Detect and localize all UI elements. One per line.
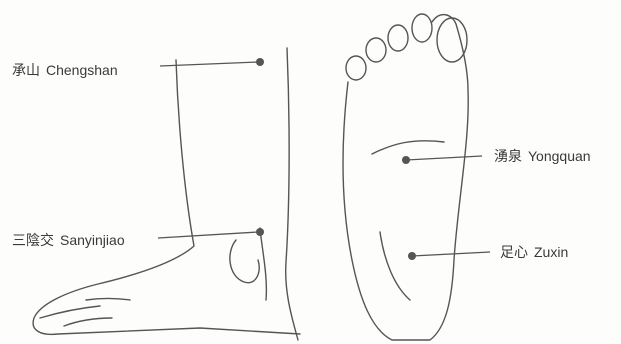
toe-5	[346, 56, 366, 80]
sole-crease-1	[372, 141, 444, 154]
toe-3	[388, 25, 408, 51]
zuxin-pinyin: Zuxin	[534, 244, 568, 260]
chengshan-leader	[160, 62, 258, 66]
chengshan-pinyin: Chengshan	[46, 62, 118, 78]
zuxin-chinese: 足心	[500, 244, 528, 260]
zuxin-label: 足心 Zuxin	[500, 244, 568, 260]
sole-crease-2	[380, 232, 410, 300]
leg-back-outline	[286, 48, 298, 340]
yongquan-leader	[406, 156, 482, 160]
sole-outline	[343, 15, 468, 340]
heel-line	[260, 228, 266, 300]
ankle-bone	[230, 240, 259, 283]
sanyinjiao-leader	[158, 232, 258, 238]
leg-front-outline	[33, 60, 300, 334]
zuxin-point	[408, 252, 416, 260]
yongquan-chinese: 湧泉	[494, 148, 522, 164]
toe-4	[366, 38, 386, 62]
chengshan-point	[256, 58, 264, 66]
yongquan-label: 湧泉 Yongquan	[494, 148, 591, 164]
yongquan-pinyin: Yongquan	[528, 148, 591, 164]
sanyinjiao-point	[256, 228, 264, 236]
yongquan-point	[402, 156, 410, 164]
toe-2	[412, 14, 432, 42]
sanyinjiao-label: 三陰交 Sanyinjiao	[12, 232, 125, 248]
zuxin-leader	[412, 252, 490, 256]
toe-lines	[40, 299, 130, 327]
chengshan-chinese: 承山	[12, 62, 40, 78]
sanyinjiao-pinyin: Sanyinjiao	[60, 232, 125, 248]
big-toe	[437, 18, 467, 62]
chengshan-label: 承山 Chengshan	[12, 62, 118, 78]
sanyinjiao-chinese: 三陰交	[12, 232, 54, 248]
